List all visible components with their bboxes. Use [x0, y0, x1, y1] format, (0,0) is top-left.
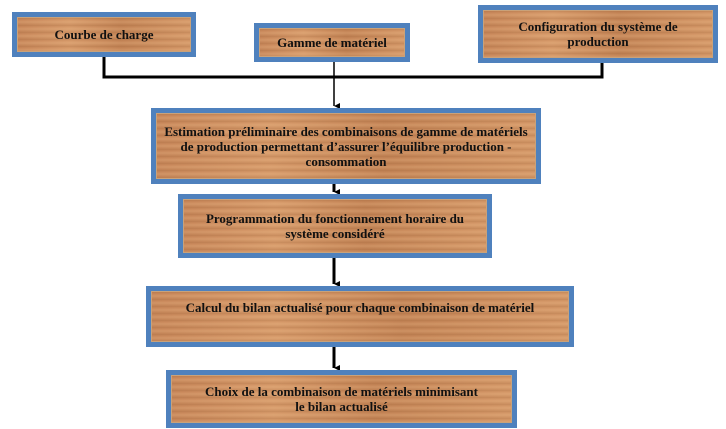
- box-label: Configuration du système de production: [482, 9, 714, 59]
- box-label: Programmation du fonctionnement horaire …: [182, 198, 488, 254]
- box-system-config: Configuration du système de production: [478, 5, 718, 63]
- box-choice: Choix de la combinaison de matériels min…: [166, 370, 517, 428]
- box-load-curve: Courbe de charge: [12, 12, 196, 57]
- box-label: Calcul du bilan actualisé pour chaque co…: [150, 290, 570, 343]
- box-label: Courbe de charge: [16, 16, 192, 53]
- box-estimation: Estimation préliminaire des combinaisons…: [151, 108, 541, 184]
- box-label: Estimation préliminaire des combinaisons…: [155, 112, 537, 180]
- box-scheduling: Programmation du fonctionnement horaire …: [178, 194, 492, 258]
- box-equipment-range: Gamme de matériel: [254, 23, 410, 62]
- box-balance: Calcul du bilan actualisé pour chaque co…: [146, 286, 574, 347]
- box-label: Choix de la combinaison de matériels min…: [170, 374, 513, 424]
- merge-line: [102, 57, 604, 79]
- box-label: Gamme de matériel: [258, 27, 406, 58]
